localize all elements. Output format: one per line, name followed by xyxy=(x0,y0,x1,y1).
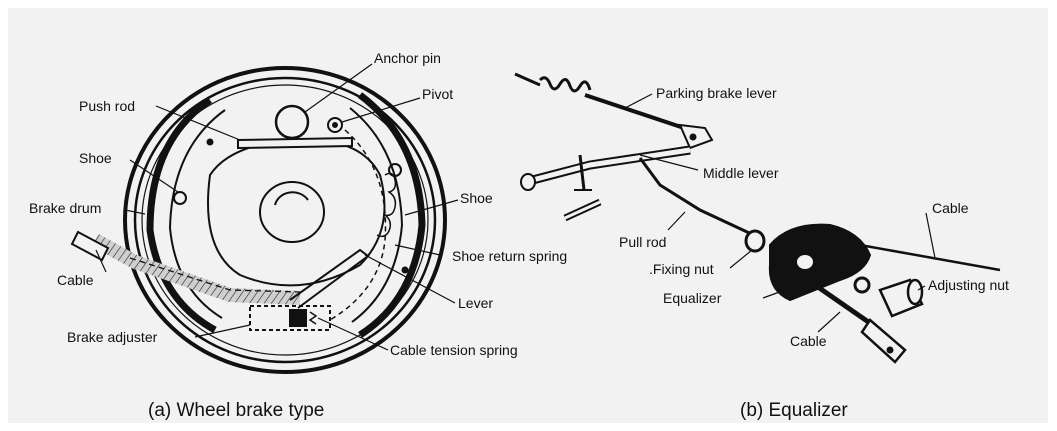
label-shoe-left: Shoe xyxy=(79,150,112,166)
caption-equalizer: (b) Equalizer xyxy=(740,400,848,421)
label-cable-tension-spring: Cable tension spring xyxy=(390,342,518,358)
caption-wheel-brake: (a) Wheel brake type xyxy=(148,400,325,421)
top-cable-spring xyxy=(514,72,541,87)
label-shoe-right: Shoe xyxy=(460,190,493,206)
top-right-cable xyxy=(859,243,1001,272)
equalizer-drawing xyxy=(514,72,1001,364)
anchor-pin xyxy=(274,104,310,140)
shoe-return-spring xyxy=(376,172,397,238)
equalizer-leader-lines xyxy=(624,93,936,333)
brake-adjuster xyxy=(249,305,331,331)
label-brake-drum: Brake drum xyxy=(29,200,102,216)
label-shoe-return-spring: Shoe return spring xyxy=(452,248,568,264)
hub-circle xyxy=(259,181,325,243)
push-rod xyxy=(237,136,353,150)
label-lever: Lever xyxy=(458,295,494,311)
label-cable-left: Cable xyxy=(57,272,94,288)
label-middle-lever: Middle lever xyxy=(703,165,779,181)
label-cable-bottom: Cable xyxy=(790,333,827,349)
pull-rod xyxy=(638,157,761,240)
figure-background xyxy=(8,8,1048,423)
label-pivot: Pivot xyxy=(422,86,454,102)
label-brake-adjuster: Brake adjuster xyxy=(67,329,158,345)
label-cable-top: Cable xyxy=(932,200,969,216)
label-adjusting-nut: Adjusting nut xyxy=(928,277,1009,293)
fixing-nut-shape xyxy=(744,229,766,253)
equalizer-body xyxy=(768,223,872,302)
label-parking-brake-lever: Parking brake lever xyxy=(656,85,777,101)
label-pull-rod: Pull rod xyxy=(619,234,667,250)
left-shoe xyxy=(146,97,217,334)
label-anchor-pin: Anchor pin xyxy=(374,50,441,66)
cable-end xyxy=(70,230,110,262)
right-shoe xyxy=(357,92,426,338)
label-fixing-nut: .Fixing nut xyxy=(649,261,714,277)
label-equalizer: Equalizer xyxy=(663,290,722,306)
lever-bar xyxy=(289,248,370,309)
backing-plate-ring xyxy=(141,84,429,356)
wheel-brake-drawing xyxy=(70,66,447,374)
brake-drum-outer xyxy=(123,66,447,374)
wheel-brake-leader-lines xyxy=(95,63,459,351)
dashed-lever xyxy=(329,129,387,321)
label-push-rod: Push rod xyxy=(79,98,136,114)
brake-drum-inner xyxy=(133,76,437,364)
pivot-circle xyxy=(327,117,343,133)
